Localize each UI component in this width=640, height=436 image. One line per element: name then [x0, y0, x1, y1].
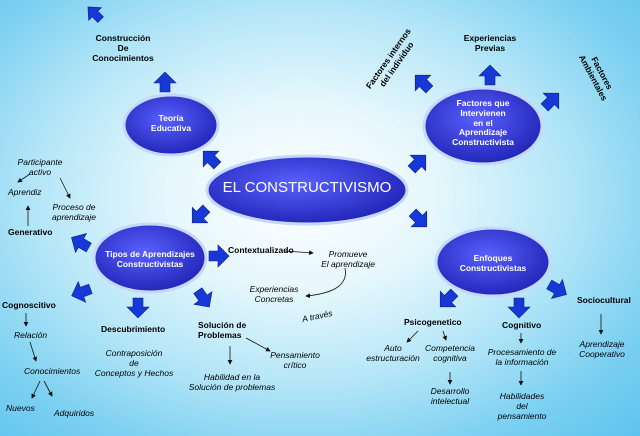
relacion-label: Relación	[14, 330, 48, 340]
habilidades-label: Habilidades del pensamiento	[497, 391, 547, 421]
arrow-construccion	[87, 6, 104, 23]
arrow-to-cognoscitivo	[71, 280, 93, 303]
arrow-to-solucion	[193, 287, 213, 308]
procesamiento-label: Procesamiento de la información	[487, 347, 557, 367]
connector-promueve-experiencias	[305, 267, 346, 299]
experiencias-label: Experiencias Concretas	[249, 284, 299, 304]
connector-conocimientos-adquiridos	[43, 380, 53, 397]
cognitivo-label: Cognitivo	[502, 320, 542, 330]
arrow-to-sociocultural	[546, 278, 567, 300]
arrow-to-internos	[414, 74, 434, 94]
contraposicion-label: Contraposición de Conceptos y Hechos	[94, 348, 174, 378]
cognoscitivo-label: Cognoscitivo	[2, 300, 56, 310]
factores-node-label: Factores que Intervienen en el Aprendiza…	[452, 98, 514, 148]
arrow-to-factores	[407, 154, 427, 174]
arrow-to-contextualizado	[208, 244, 230, 268]
teoria-node-label: Teoría Educativa	[150, 113, 192, 133]
previas-label: Experiencias Previas	[463, 33, 517, 53]
proceso-label: Proceso de aprendizaje	[52, 202, 96, 222]
arrow-to-previas	[478, 64, 502, 86]
arrow-to-construccion	[153, 71, 177, 93]
descubrimiento-label: Descubrimiento	[101, 324, 166, 334]
psicogenetico-label: Psicogenetico	[404, 317, 462, 327]
arrow-to-tipos	[191, 204, 211, 224]
central-node-shape	[205, 154, 409, 226]
enfoques-node-shape	[434, 226, 552, 298]
connector-participante-aprendiz	[17, 173, 31, 183]
tipos-node-label: Tipos de Aprendizajes Constructivistas	[105, 249, 195, 269]
enfoques-node-label: Enfoques Constructivistas	[459, 253, 527, 273]
arrow-to-cognitivo	[507, 297, 531, 319]
connector-relacion-conocimientos	[29, 341, 38, 362]
contextualizado-label: Contextualizado	[228, 245, 294, 255]
connector-psicogenetico-auto	[406, 330, 419, 343]
adquiridos-label: Adquiridos	[54, 408, 95, 418]
tipos-node-shape	[92, 222, 208, 294]
connector-psicogenetico-competencia	[442, 330, 448, 341]
nuevos-label: Nuevos	[6, 403, 35, 413]
connector-contextualizado-promueve	[284, 250, 314, 256]
generativo-label: Generativo	[8, 227, 53, 237]
pensamiento-label: Pensamiento crítico	[270, 350, 320, 370]
conocimientos-label: Conocimientos	[24, 366, 81, 376]
arrow-to-psicogenetico	[439, 288, 459, 308]
connector-participante-proceso	[59, 177, 71, 199]
cooperativo-label: Aprendizaje Cooperativo	[579, 339, 625, 359]
arrow-to-descubrimiento	[126, 297, 150, 319]
auto-label: Auto estructuración	[366, 343, 420, 363]
connector-conocimientos-nuevos	[31, 380, 41, 399]
arrow-to-enfoques	[408, 208, 428, 228]
teoria-node-shape	[122, 93, 220, 157]
participante-label: Participante activo	[17, 157, 63, 177]
competencia-label: Competencia cognitiva	[424, 343, 476, 363]
habilidad-label: Habilidad en la Solución de problemas	[188, 372, 276, 392]
solucion-label: Solución de Problemas	[198, 320, 247, 340]
desarrollo-label: Desarrollo intelectual	[430, 386, 470, 406]
arrow-to-ambientales	[540, 92, 560, 112]
connector-solucion-pensamiento	[245, 337, 271, 352]
sociocultural-label: Sociocultural	[577, 295, 631, 305]
promueve-label: Promueve El aprendizaje	[321, 249, 375, 269]
arrow-to-generativo	[71, 232, 92, 254]
construccion-label: Construcción De Conocimientos	[92, 33, 154, 63]
arrow-to-teoria	[202, 150, 222, 170]
aprendiz-label: Aprendiz	[8, 187, 42, 197]
factores-node-shape	[422, 86, 544, 166]
central-title: EL CONSTRUCTIVISMO	[222, 179, 392, 196]
